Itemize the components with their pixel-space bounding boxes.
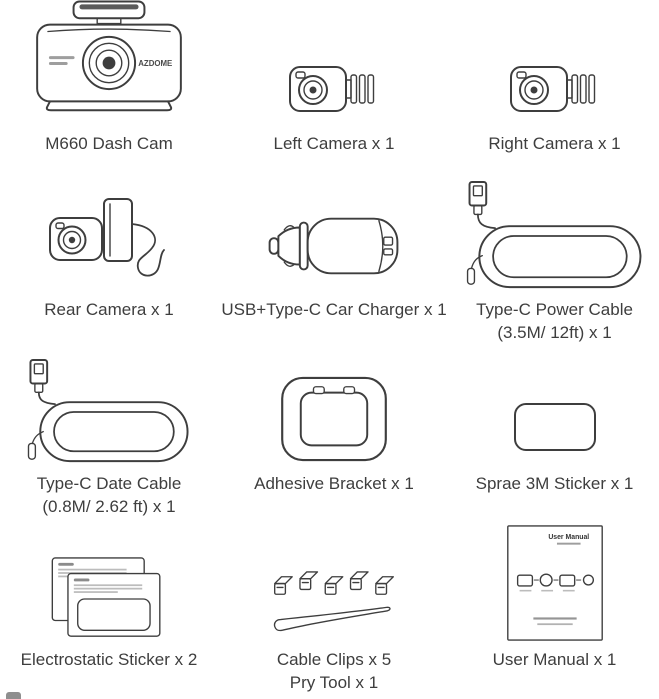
item-label-line2: (3.5M/ 12ft) x 1 bbox=[497, 323, 612, 342]
adhesive-bracket-art-box bbox=[218, 344, 450, 466]
item-label: Electrostatic Sticker x 2 bbox=[20, 650, 198, 669]
item-label: Type-C Date Cable bbox=[36, 474, 182, 493]
item-label-line2: Pry Tool x 1 bbox=[289, 673, 379, 692]
item-label: Left Camera x 1 bbox=[273, 134, 395, 153]
dashcam-illustration: AZDOME bbox=[36, 0, 182, 112]
car-charger-illustration bbox=[268, 217, 399, 275]
item-label: Rear Camera x 1 bbox=[44, 300, 174, 319]
rear-camera-art-box bbox=[0, 160, 218, 292]
item-electrostatic-sticker: Electrostatic Sticker x 2 bbox=[0, 522, 218, 699]
cable-clips-art-box bbox=[218, 522, 450, 642]
item-label: User Manual x 1 bbox=[492, 650, 617, 669]
right-camera-illustration bbox=[509, 66, 595, 112]
electrostatic-sticker-art-box bbox=[0, 522, 218, 642]
3m-sticker-illustration bbox=[513, 403, 596, 451]
rear-camera-illustration bbox=[49, 198, 165, 277]
3m-sticker-art-box bbox=[450, 344, 659, 466]
electrostatic-sticker-illustration bbox=[51, 557, 161, 637]
item-left-camera: Left Camera x 1 bbox=[218, 0, 450, 160]
adhesive-bracket-illustration bbox=[281, 376, 387, 462]
item-label: Sprae 3M Sticker x 1 bbox=[475, 474, 634, 493]
user-manual-illustration: User Manual bbox=[506, 525, 603, 641]
item-label: Type-C Power Cable bbox=[476, 300, 633, 319]
item-power-cable: Type-C Power Cable (3.5M/ 12ft) x 1 bbox=[450, 160, 659, 344]
left-camera-art-box bbox=[218, 0, 450, 126]
dashcam-brand-text: AZDOME bbox=[138, 59, 172, 68]
cable-clips-pry-tool-illustration bbox=[273, 571, 394, 632]
item-label: M660 Dash Cam bbox=[45, 134, 173, 153]
item-label: USB+Type-C Car Charger x 1 bbox=[221, 300, 447, 319]
left-camera-illustration bbox=[289, 66, 375, 112]
item-label: Right Camera x 1 bbox=[488, 134, 621, 153]
car-charger-art-box bbox=[218, 160, 450, 292]
item-label-line2: (0.8M/ 2.62 ft) x 1 bbox=[42, 497, 176, 516]
data-cable-illustration bbox=[27, 358, 189, 463]
data-cable-art-box bbox=[0, 344, 218, 466]
right-camera-art-box bbox=[450, 0, 659, 126]
power-cable-art-box bbox=[450, 160, 659, 292]
item-car-charger: USB+Type-C Car Charger x 1 bbox=[218, 160, 450, 344]
item-user-manual: User Manual User Manual x 1 bbox=[450, 522, 659, 699]
item-label: Adhesive Bracket x 1 bbox=[254, 474, 414, 493]
item-cable-clips-pry-tool: Cable Clips x 5 Pry Tool x 1 bbox=[218, 522, 450, 699]
item-3m-sticker: Sprae 3M Sticker x 1 bbox=[450, 344, 659, 522]
item-dashcam: AZDOME M660 Dash Cam bbox=[0, 0, 218, 160]
dashcam-art-box: AZDOME bbox=[0, 0, 218, 126]
item-data-cable: Type-C Date Cable (0.8M/ 2.62 ft) x 1 bbox=[0, 344, 218, 522]
user-manual-art-box: User Manual bbox=[450, 522, 659, 642]
item-rear-camera: Rear Camera x 1 bbox=[0, 160, 218, 344]
manual-title-text: User Manual bbox=[548, 534, 589, 541]
item-label: Cable Clips x 5 bbox=[276, 650, 392, 669]
page-corner-artifact bbox=[6, 692, 21, 699]
item-right-camera: Right Camera x 1 bbox=[450, 0, 659, 160]
item-adhesive-bracket: Adhesive Bracket x 1 bbox=[218, 344, 450, 522]
power-cable-illustration bbox=[466, 180, 641, 289]
